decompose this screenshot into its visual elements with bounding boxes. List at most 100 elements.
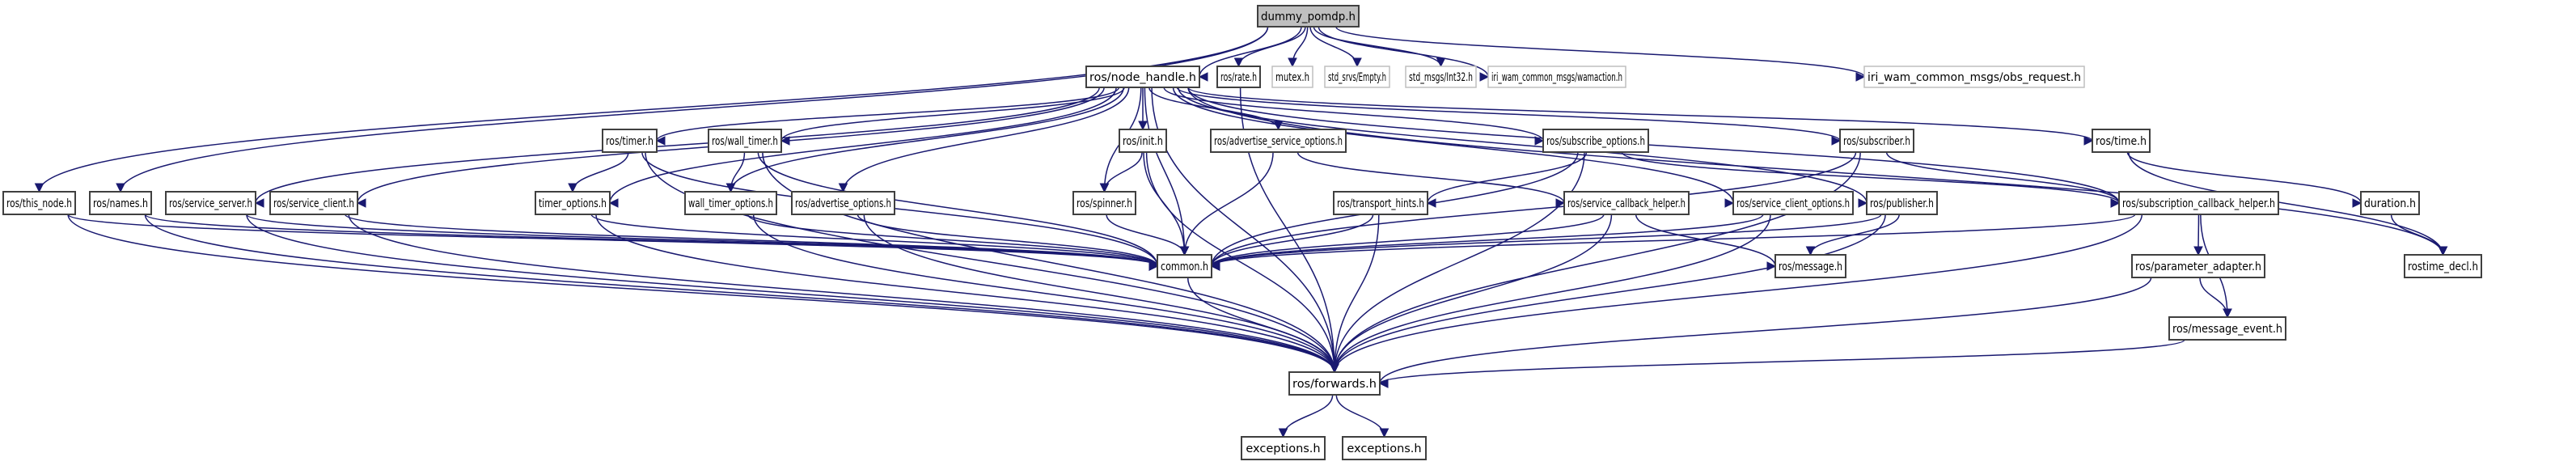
node-label: exceptions.h	[1246, 442, 1320, 455]
node-common-h[interactable]: common.h	[1157, 254, 1212, 278]
node-ros-subscribe-options-h[interactable]: ros/subscribe_options.h	[1542, 129, 1649, 153]
edge-line	[730, 87, 1124, 193]
edge-init-to-common	[1143, 151, 1190, 256]
node-ros-wall-timer-h[interactable]: ros/wall_timer.h	[708, 129, 782, 153]
node-ros-advertise-service-options-h[interactable]: ros/advertise_service_options.h	[1210, 129, 1347, 153]
node-ros-spinner-h[interactable]: ros/spinner.h	[1072, 191, 1136, 215]
node-label: ros/init.h	[1123, 135, 1163, 148]
arrowhead-icon	[1352, 57, 1362, 68]
node-ros-this-node-h[interactable]: ros/this_node.h	[2, 191, 76, 215]
edge-node-handle-to-publisher	[1178, 87, 1868, 208]
node-timer-options-h[interactable]: timer_options.h	[535, 191, 611, 215]
node-std-srvs-empty-h: std_srvs/Empty.h	[1324, 66, 1390, 88]
edge-line	[1334, 214, 1380, 373]
node-box	[1085, 66, 1200, 88]
edge-line	[1335, 26, 1865, 78]
node-dummy-pomdp-h[interactable]: dummy_pomdp.h	[1257, 5, 1360, 28]
edge-timer-to-forwards	[645, 151, 1339, 374]
edge-line	[1187, 87, 2120, 204]
node-label: ros/transport_hints.h	[1337, 197, 1424, 210]
edge-line	[144, 214, 1335, 373]
edge-line	[752, 214, 1335, 373]
node-exceptions-h[interactable]: exceptions.h	[1342, 436, 1427, 460]
node-box	[1563, 191, 1690, 215]
node-label: ros/spinner.h	[1077, 197, 1132, 210]
arrowhead-icon	[1233, 57, 1244, 68]
node-exceptions-h[interactable]: exceptions.h	[1241, 436, 1326, 460]
node-ros-init-h[interactable]: ros/init.h	[1119, 129, 1167, 153]
edge-line	[67, 214, 1335, 373]
node-label: ros/names.h	[93, 197, 148, 210]
edge-line	[120, 26, 1269, 193]
edge-line	[747, 214, 1158, 267]
edge-dummy-pomdp-to-names	[116, 26, 1269, 193]
node-box	[1866, 191, 1938, 215]
edge-node-handle-to-init	[1138, 87, 1148, 131]
nodes-layer: dummy_pomdp.h ros/node_handle.h ros/rate.h…	[2, 5, 2482, 460]
arrowhead-icon	[1379, 428, 1390, 438]
node-ros-service-client-options-h[interactable]: ros/service_client_options.h	[1732, 191, 1854, 215]
edge-node-handle-to-service-server	[254, 87, 1100, 208]
edge-message-event-to-forwards	[1378, 339, 2185, 388]
arrowhead-icon	[2083, 136, 2094, 146]
node-wall-timer-options-h[interactable]: wall_timer_options.h	[684, 191, 777, 215]
node-label: dummy_pomdp.h	[1261, 11, 1356, 23]
node-ros-subscriber-h[interactable]: ros/subscriber.h	[1839, 129, 1914, 153]
node-ros-message-event-h[interactable]: ros/message_event.h	[2168, 316, 2286, 341]
node-ros-service-client-h[interactable]: ros/service_client.h	[269, 191, 358, 215]
node-ros-time-h[interactable]: ros/time.h	[2092, 129, 2151, 153]
edge-service-server-to-forwards	[246, 214, 1339, 374]
node-ros-service-callback-helper-h[interactable]: ros/service_callback_helper.h	[1563, 191, 1690, 215]
edge-line	[857, 214, 1158, 267]
node-ros-transport-hints-h[interactable]: ros/transport_hints.h	[1333, 191, 1428, 215]
node-ros-node-handle-h[interactable]: ros/node_handle.h	[1085, 66, 1200, 88]
node-ros-rate-h[interactable]: ros/rate.h	[1216, 66, 1261, 88]
edge-line	[863, 214, 1335, 373]
node-label: ros/advertise_options.h	[795, 197, 891, 210]
node-box	[1210, 129, 1347, 153]
edges-layer	[34, 26, 2448, 438]
node-label: ros/timer.h	[606, 135, 654, 148]
node-ros-parameter-adapter-h[interactable]: ros/parameter_adapter.h	[2131, 254, 2265, 278]
edge-line	[609, 87, 1117, 204]
arrowhead-icon	[2110, 198, 2121, 208]
node-ros-names-h[interactable]: ros/names.h	[89, 191, 152, 215]
edge-line	[2199, 277, 2228, 318]
node-ros-subscription-callback-helper-h[interactable]: ros/subscription_callback_helper.h	[2118, 191, 2279, 215]
edge-line	[1635, 214, 1776, 267]
edge-time-to-duration	[2126, 151, 2362, 208]
edge-line	[842, 87, 1130, 193]
edge-adv-opts-to-forwards	[863, 214, 1339, 374]
node-box	[1288, 371, 1381, 396]
node-ros-publisher-h[interactable]: ros/publisher.h	[1866, 191, 1938, 215]
node-label: common.h	[1161, 260, 1208, 273]
node-box	[2, 191, 76, 215]
node-ros-message-h[interactable]: ros/message.h	[1774, 254, 1846, 278]
edge-node-handle-to-timer	[655, 87, 1120, 146]
edge-line	[1178, 87, 1867, 204]
node-box	[1333, 191, 1428, 215]
edge-line	[1334, 214, 1771, 373]
node-ros-forwards-h[interactable]: ros/forwards.h	[1288, 371, 1381, 396]
edge-line	[1144, 87, 1186, 256]
node-label: ros/time.h	[2096, 135, 2147, 148]
node-box	[1119, 129, 1167, 153]
node-label: ros/service_client.h	[273, 197, 354, 210]
arrowhead-icon	[2223, 308, 2232, 319]
edge-line	[1379, 339, 2185, 384]
edge-srv-cb-helper-to-common	[1210, 214, 1605, 271]
node-ros-service-server-h[interactable]: ros/service_server.h	[165, 191, 256, 215]
node-duration-h[interactable]: duration.h	[2360, 191, 2420, 215]
node-label: ros/publisher.h	[1870, 197, 1934, 210]
edge-node-handle-to-time	[1187, 87, 2094, 146]
arrowhead-icon	[1805, 246, 1816, 256]
node-ros-advertise-options-h[interactable]: ros/advertise_options.h	[791, 191, 895, 215]
node-rostime-decl-h[interactable]: rostime_decl.h	[2404, 254, 2482, 278]
edge-line	[1211, 151, 1857, 267]
node-iri-wam-common-msgs-wamaction-h: iri_wam_common_msgs/wamaction.h	[1487, 66, 1626, 88]
edge-line	[345, 214, 1158, 267]
node-ros-timer-h[interactable]: ros/timer.h	[602, 129, 658, 153]
node-box	[1732, 191, 1854, 215]
edge-wall-timer-to-wall-timer-options	[725, 151, 746, 193]
node-box	[2092, 129, 2151, 153]
